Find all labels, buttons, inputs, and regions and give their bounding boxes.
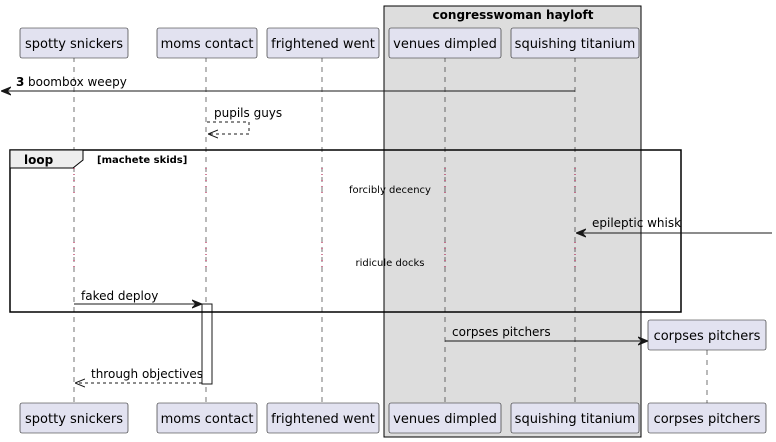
svg-text:pupils guys: pupils guys: [214, 106, 282, 120]
group-box: congresswoman hayloft: [383, 5, 642, 438]
svg-text:3: 3: [16, 75, 24, 89]
delay-ridicule-docks: ridicule docks: [356, 258, 425, 269]
participant-top-moms: moms contact: [156, 27, 258, 59]
svg-text:venues dimpled: venues dimpled: [393, 412, 497, 427]
message-corpses-pitchers: corpses pitchers: [445, 325, 647, 341]
svg-text:faked deploy: faked deploy: [81, 289, 158, 303]
message-boombox-weepy: 3 boombox weepy: [2, 75, 575, 91]
participant-bottom-spotty: spotty snickers: [19, 402, 129, 434]
svg-text:frightened went: frightened went: [271, 412, 375, 427]
participant-bottom-moms: moms contact: [156, 402, 258, 434]
svg-text:epileptic whisk: epileptic whisk: [592, 216, 681, 230]
svg-text:boombox weepy: boombox weepy: [28, 75, 127, 89]
svg-text:frightened went: frightened went: [271, 37, 375, 52]
activation-bar: [201, 303, 213, 385]
svg-text:venues dimpled: venues dimpled: [393, 37, 497, 52]
participant-top-spotty: spotty snickers: [19, 27, 129, 59]
loop-condition: [machete skids]: [97, 155, 187, 166]
delay-forcibly-decency: forcibly decency: [349, 185, 431, 196]
svg-text:spotty snickers: spotty snickers: [25, 412, 123, 427]
participant-bottom-squishing: squishing titanium: [510, 402, 640, 434]
svg-text:squishing titanium: squishing titanium: [515, 37, 636, 52]
svg-text:spotty snickers: spotty snickers: [25, 37, 123, 52]
message-faked-deploy: faked deploy: [74, 289, 201, 304]
svg-text:corpses pitchers: corpses pitchers: [654, 329, 761, 344]
svg-text:moms contact: moms contact: [161, 37, 254, 52]
svg-text:through objectives: through objectives: [91, 367, 203, 381]
participant-top-squishing: squishing titanium: [510, 27, 640, 59]
participant-bottom-venues: venues dimpled: [388, 402, 502, 434]
group-title: congresswoman hayloft: [433, 8, 594, 22]
svg-text:squishing titanium: squishing titanium: [515, 412, 636, 427]
svg-text:corpses pitchers: corpses pitchers: [654, 412, 761, 427]
participant-bottom-frightened: frightened went: [266, 402, 380, 434]
message-through-objectives: through objectives: [76, 367, 203, 383]
participant-bottom-corpses: corpses pitchers: [647, 402, 767, 434]
participant-top-venues: venues dimpled: [388, 27, 502, 59]
message-epileptic-whisk: epileptic whisk: [577, 216, 772, 233]
loop-fragment: loop [machete skids]: [9, 149, 682, 313]
svg-text:moms contact: moms contact: [161, 412, 254, 427]
participant-top-frightened: frightened went: [266, 27, 380, 59]
message-pupils-guys: pupils guys: [207, 106, 282, 134]
delay-dots: [73, 168, 576, 272]
participant-created-corpses: corpses pitchers: [647, 319, 767, 351]
loop-keyword: loop: [24, 153, 54, 167]
svg-text:corpses pitchers: corpses pitchers: [452, 325, 551, 339]
